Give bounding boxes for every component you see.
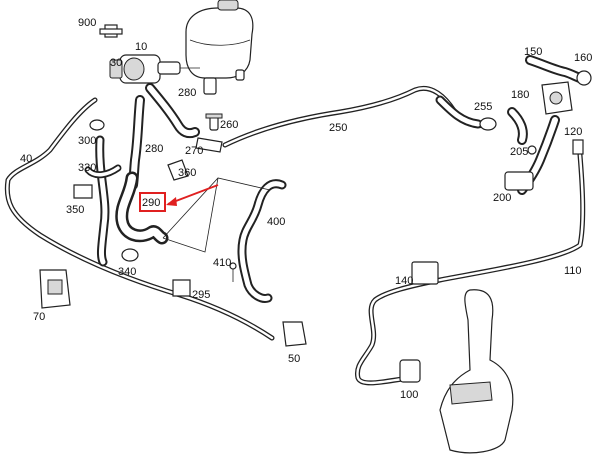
label-400: 400 — [267, 216, 285, 228]
label-280-upper: 280 — [178, 87, 196, 99]
clip-360 — [167, 159, 189, 181]
bolt-410 — [229, 262, 237, 282]
label-200: 200 — [493, 192, 511, 204]
clamp-295 — [172, 279, 191, 297]
label-160: 160 — [574, 52, 592, 64]
label-270: 270 — [185, 145, 203, 157]
label-280-lower: 280 — [145, 143, 163, 155]
fitting-200 — [504, 171, 534, 191]
highlight-290 — [139, 184, 219, 212]
label-70: 70 — [33, 311, 45, 323]
label-50: 50 — [288, 353, 300, 365]
pipe-110 — [354, 152, 586, 386]
bracket-70 — [39, 269, 71, 309]
reference-lines — [162, 177, 271, 253]
label-205: 205 — [510, 146, 528, 158]
clamp-260 — [205, 113, 223, 131]
thermostat-180 — [541, 81, 573, 115]
label-255: 255 — [474, 101, 492, 113]
bracket-140 — [411, 261, 439, 285]
label-350: 350 — [66, 204, 84, 216]
label-120: 120 — [564, 126, 582, 138]
pipe-250 — [222, 85, 488, 148]
label-250: 250 — [329, 122, 347, 134]
label-150: 150 — [524, 46, 542, 58]
label-100: 100 — [400, 389, 418, 401]
clip-120 — [572, 139, 584, 155]
clamp-340 — [121, 248, 139, 262]
label-30: 30 — [110, 57, 122, 69]
label-140: 140 — [395, 275, 413, 287]
label-300: 300 — [78, 135, 96, 147]
clamp-50 — [282, 321, 307, 347]
label-260: 260 — [220, 119, 238, 131]
hose-180 — [507, 107, 528, 145]
valve-100 — [399, 359, 421, 383]
hose-255 — [435, 95, 483, 129]
highlight-arrowhead — [166, 197, 177, 206]
label-340: 340 — [118, 266, 136, 278]
hose-290 — [115, 171, 169, 245]
label-360: 360 — [178, 167, 196, 179]
hose-300 — [95, 135, 110, 267]
hose-330 — [84, 164, 122, 179]
label-110: 110 — [564, 265, 582, 277]
pump-10 — [109, 54, 200, 84]
hose-280-upper — [145, 83, 200, 139]
label-410: 410 — [213, 257, 231, 269]
label-330: 330 — [78, 162, 96, 174]
highlight-box — [139, 192, 166, 212]
label-40: 40 — [20, 153, 32, 165]
valve-160 — [576, 70, 592, 86]
clamp-300-top — [89, 119, 105, 131]
reservoir — [439, 289, 514, 454]
label-900: 900 — [78, 17, 96, 29]
label-180: 180 — [511, 89, 529, 101]
expansion-tank — [185, 0, 254, 95]
hose-400 — [237, 179, 287, 303]
label-10: 10 — [135, 41, 147, 53]
label-295: 295 — [192, 289, 210, 301]
clip-350 — [73, 184, 93, 199]
clip-205 — [527, 145, 537, 155]
pipe-40 — [4, 97, 275, 341]
clamp-255 — [479, 117, 497, 131]
label-290: 290 — [142, 197, 160, 209]
connector-900 — [99, 24, 123, 38]
clamp-270 — [195, 137, 223, 153]
